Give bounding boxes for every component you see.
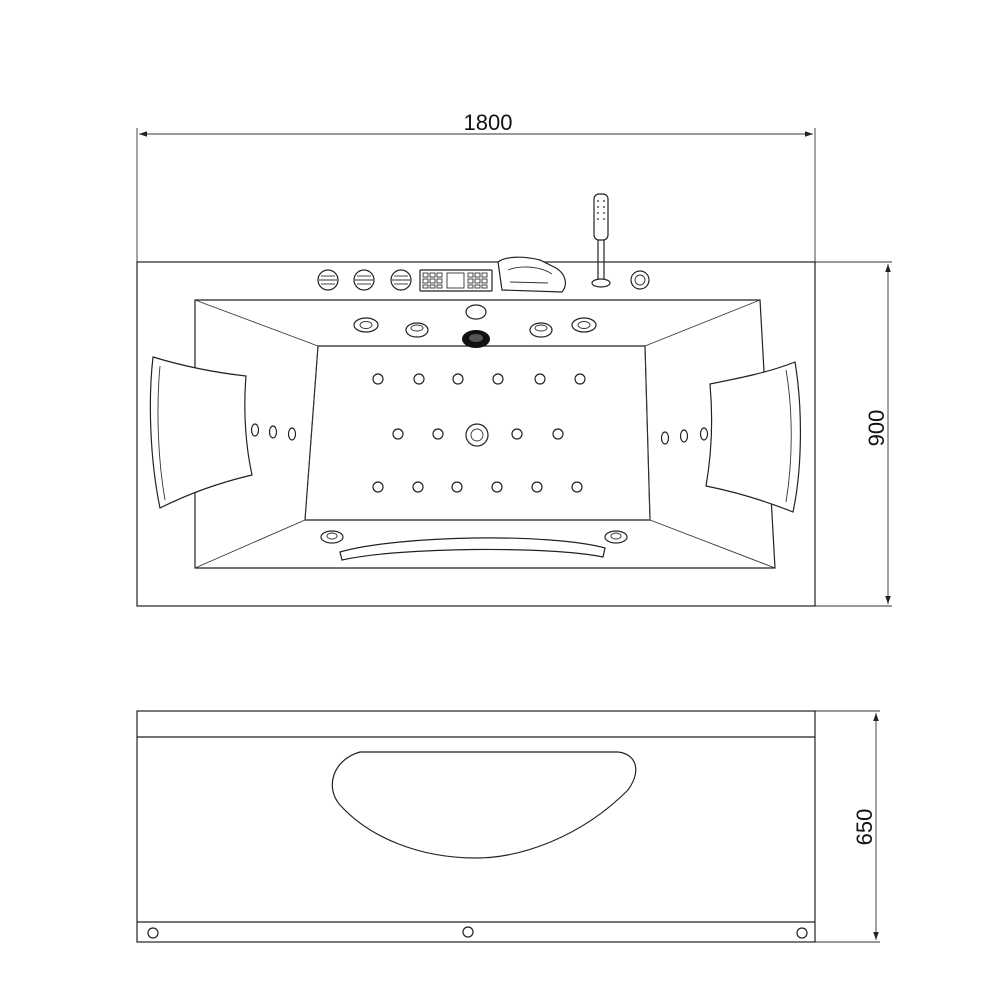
height-dimension: 650 (815, 710, 880, 943)
headrest-pillow-icon (149, 356, 253, 509)
water-jet-icon (405, 322, 429, 338)
waterfall-faucet-icon (497, 256, 566, 293)
leveling-foot-icon (147, 927, 159, 939)
floor-bubble-jets (372, 373, 586, 493)
width-label: 900 (864, 410, 889, 447)
rotary-knob-icon (317, 269, 339, 291)
rotary-knob-icon (353, 269, 375, 291)
tub-outer-rim (136, 261, 816, 607)
water-jet-icon (320, 530, 344, 544)
leveling-foot-icon (462, 926, 474, 938)
drain-icon (462, 330, 490, 348)
water-jet-icon (465, 304, 487, 320)
water-jet-icon (604, 530, 628, 544)
water-jet-icon (353, 317, 379, 333)
top-view: 1800 900 (136, 110, 892, 607)
left-side-jets (250, 423, 297, 441)
headrest-pillow-icon (705, 361, 802, 513)
digital-control-panel-icon (419, 269, 493, 292)
front-view: 650 (136, 710, 880, 943)
center-jet-icon (465, 423, 489, 447)
front-panel-window (331, 751, 637, 859)
overflow-button-icon (630, 270, 650, 290)
water-jet-icon (529, 322, 553, 338)
hand-shower-icon (591, 193, 611, 288)
leveling-foot-icon (796, 927, 808, 939)
width-dimension: 900 (815, 261, 892, 607)
length-label: 1800 (464, 110, 513, 135)
length-dimension: 1800 (136, 110, 816, 262)
grab-handle (339, 537, 606, 561)
water-jet-icon (571, 317, 597, 333)
rotary-knob-icon (390, 269, 412, 291)
height-label: 650 (852, 809, 877, 846)
front-panel (136, 710, 816, 943)
right-side-jets (660, 427, 709, 445)
